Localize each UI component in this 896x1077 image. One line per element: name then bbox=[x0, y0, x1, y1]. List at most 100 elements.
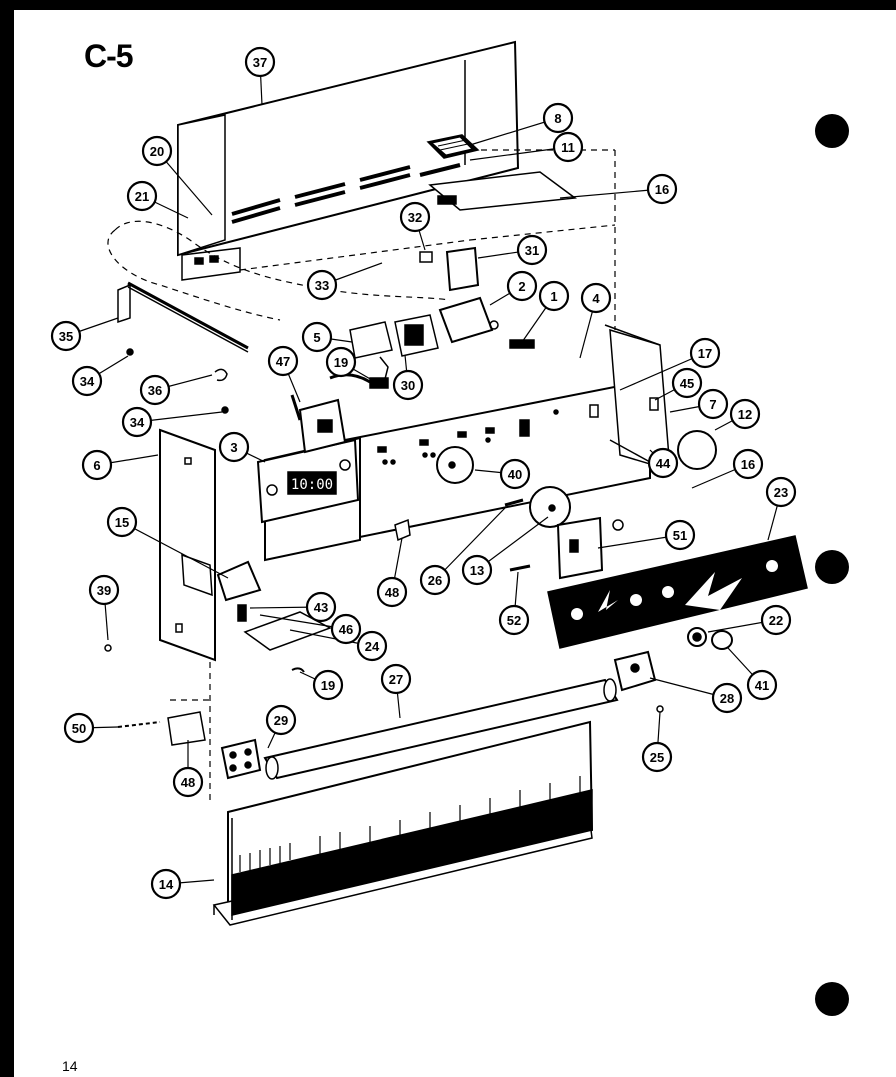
callout-circle bbox=[689, 337, 721, 369]
knobs bbox=[436, 430, 717, 528]
callout-44: 44 bbox=[647, 447, 679, 479]
callout-circle bbox=[141, 135, 173, 167]
callout-43: 43 bbox=[305, 591, 337, 623]
callout-number: 31 bbox=[525, 243, 539, 258]
callout-circle bbox=[325, 346, 357, 378]
callout-15: 15 bbox=[106, 506, 138, 538]
callout-number: 34 bbox=[80, 374, 95, 389]
leader-line bbox=[469, 146, 569, 161]
callout-number: 28 bbox=[720, 691, 734, 706]
callout-number: 11 bbox=[561, 140, 575, 155]
callout-5: 5 bbox=[301, 321, 333, 353]
callout-circle bbox=[552, 131, 584, 163]
callout-11: 11 bbox=[552, 131, 584, 163]
callout-number: 19 bbox=[321, 678, 335, 693]
callout-number: 44 bbox=[656, 456, 671, 471]
callout-number: 39 bbox=[97, 583, 111, 598]
callout-circle bbox=[542, 102, 574, 134]
callout-number: 34 bbox=[130, 415, 145, 430]
callout-17: 17 bbox=[689, 337, 721, 369]
callout-47: 47 bbox=[267, 345, 299, 377]
callout-number: 37 bbox=[253, 55, 267, 70]
callout-26: 26 bbox=[419, 564, 451, 596]
callout-circle bbox=[580, 282, 612, 314]
callout-circle bbox=[356, 630, 388, 662]
callout-circle bbox=[461, 554, 493, 586]
back-panel bbox=[177, 40, 520, 281]
callout-36: 36 bbox=[139, 374, 171, 406]
callout-number: 23 bbox=[774, 485, 788, 500]
callout-number: 48 bbox=[181, 775, 195, 790]
control-faceplate bbox=[547, 535, 808, 649]
callout-circle bbox=[498, 604, 530, 636]
callout-31: 31 bbox=[516, 234, 548, 266]
callout-number: 2 bbox=[518, 279, 525, 294]
callout-circle bbox=[172, 766, 204, 798]
callout-number: 46 bbox=[339, 622, 353, 637]
page-border-left bbox=[0, 0, 14, 1077]
callout-3: 3 bbox=[218, 431, 250, 463]
callout-number: 41 bbox=[755, 678, 769, 693]
callout-52: 52 bbox=[498, 604, 530, 636]
leader-line bbox=[469, 117, 559, 146]
callout-circle bbox=[746, 669, 778, 701]
page-border-top bbox=[0, 0, 896, 10]
callout-circle bbox=[646, 173, 678, 205]
callout-12: 12 bbox=[729, 398, 761, 430]
callout-30: 30 bbox=[392, 369, 424, 401]
callout-number: 3 bbox=[230, 440, 237, 455]
callout-33: 33 bbox=[306, 269, 338, 301]
callout-16: 16 bbox=[732, 448, 764, 480]
callout-number: 51 bbox=[673, 528, 687, 543]
leader-line bbox=[559, 188, 663, 199]
callout-number: 5 bbox=[313, 330, 320, 345]
callout-number: 1 bbox=[550, 289, 557, 304]
callout-number: 22 bbox=[769, 613, 783, 628]
callout-circle bbox=[516, 234, 548, 266]
callout-circle bbox=[312, 669, 344, 701]
callout-circle bbox=[244, 46, 276, 78]
callout-circle bbox=[63, 712, 95, 744]
callout-circle bbox=[267, 345, 299, 377]
lower-mount-bracket bbox=[117, 711, 206, 746]
callout-circle bbox=[121, 406, 153, 438]
callout-16: 16 bbox=[646, 173, 678, 205]
callout-circle bbox=[664, 519, 696, 551]
callout-number: 48 bbox=[385, 585, 399, 600]
callout-4: 4 bbox=[580, 282, 612, 314]
callout-24: 24 bbox=[356, 630, 388, 662]
callout-22: 22 bbox=[760, 604, 792, 636]
callout-circle bbox=[139, 374, 171, 406]
callout-circle bbox=[765, 476, 797, 508]
callout-circle bbox=[392, 369, 424, 401]
callout-circle bbox=[760, 604, 792, 636]
callout-13: 13 bbox=[461, 554, 493, 586]
callout-circle bbox=[732, 448, 764, 480]
callout-number: 33 bbox=[315, 278, 329, 293]
callout-number: 47 bbox=[276, 354, 290, 369]
callout-number: 21 bbox=[135, 189, 149, 204]
callout-number: 12 bbox=[738, 407, 752, 422]
callout-number: 13 bbox=[470, 563, 484, 578]
callout-circle bbox=[399, 201, 431, 233]
callout-number: 16 bbox=[741, 457, 755, 472]
leader-line bbox=[619, 352, 706, 391]
callout-21: 21 bbox=[126, 180, 158, 212]
callout-number: 40 bbox=[508, 467, 522, 482]
callout-19: 19 bbox=[312, 669, 344, 701]
callout-1: 1 bbox=[538, 280, 570, 312]
callout-circle bbox=[265, 704, 297, 736]
callout-circle bbox=[50, 320, 82, 352]
callout-circle bbox=[711, 682, 743, 714]
callout-circle bbox=[150, 868, 182, 900]
diagram-title: C-5 bbox=[84, 38, 134, 74]
callout-number: 20 bbox=[150, 144, 164, 159]
callout-number: 16 bbox=[655, 182, 669, 197]
callout-number: 26 bbox=[428, 573, 442, 588]
callout-37: 37 bbox=[244, 46, 276, 78]
callout-14: 14 bbox=[150, 868, 182, 900]
selector-knob-cap bbox=[687, 627, 733, 650]
callout-34: 34 bbox=[121, 406, 153, 438]
callout-circle bbox=[106, 506, 138, 538]
callout-circle bbox=[499, 458, 531, 490]
